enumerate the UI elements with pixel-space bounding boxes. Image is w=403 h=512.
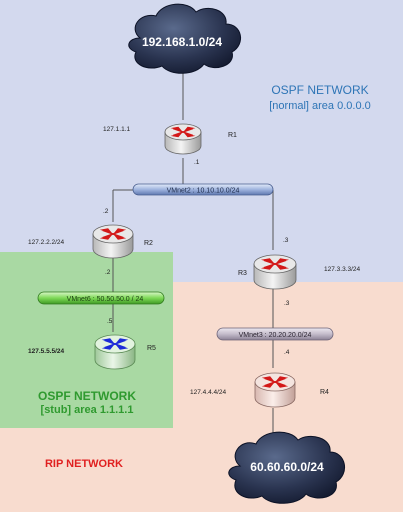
iface-r3-vmnet3: .3 [284,300,290,307]
segment-vmnet2-label: VMnet2 : 10.10.10.0/24 [167,188,240,195]
router-r2-name: R2 [144,240,153,247]
zone-ospf-area0-title: OSPF NETWORK [271,83,368,97]
router-r3-loopback: 127.3.3.3/24 [324,266,361,273]
router-r1 [164,123,202,155]
router-r5-loopback: 127.5.5.5/24 [28,348,65,355]
router-r5-name: R5 [147,345,156,352]
iface-r2-vmnet2: .2 [103,208,109,215]
router-r3 [253,254,297,290]
zone-ospf-stub-subtitle: [stub] area 1.1.1.1 [41,404,134,416]
iface-r3-vmnet2: .3 [283,237,289,244]
zone-ospf-stub-title: OSPF NETWORK [38,389,136,403]
router-r4 [254,372,296,408]
router-r1-name: R1 [228,132,237,139]
router-r4-name: R4 [320,389,329,396]
router-r3-name: R3 [238,270,247,277]
cloud-bottom-label: 60.60.60.0/24 [250,460,324,474]
segment-vmnet3: VMnet3 : 20.20.20.0/24 [216,327,334,341]
zone-rip-title: RIP NETWORK [45,458,123,470]
cloud-top-label: 192.168.1.0/24 [142,35,222,49]
segment-vmnet6-label: VMnet6 : 50.50.50.0 / 24 [67,296,144,303]
segment-vmnet6: VMnet6 : 50.50.50.0 / 24 [37,291,165,305]
router-r5 [94,334,136,370]
router-r4-loopback: 127.4.4.4/24 [190,389,227,396]
iface-r1-vmnet2: .1 [194,159,200,166]
router-r2-loopback: 127.2.2.2/24 [28,239,65,246]
segment-vmnet2: VMnet2 : 10.10.10.0/24 [132,183,274,196]
ospf-stub-zone [0,252,173,428]
cloud-top: 192.168.1.0/24 [128,3,241,74]
iface-r5-vmnet6: .5 [107,318,113,325]
segment-vmnet3-label: VMnet3 : 20.20.20.0/24 [239,332,312,339]
cloud-bottom: 60.60.60.0/24 [228,431,345,504]
router-r1-loopback: 127.1.1.1 [103,126,130,133]
iface-r2-vmnet6: .2 [105,269,111,276]
iface-r4-vmnet3: .4 [284,349,290,356]
zone-ospf-area0-subtitle: [normal] area 0.0.0.0 [269,100,371,112]
router-r2 [92,224,134,259]
